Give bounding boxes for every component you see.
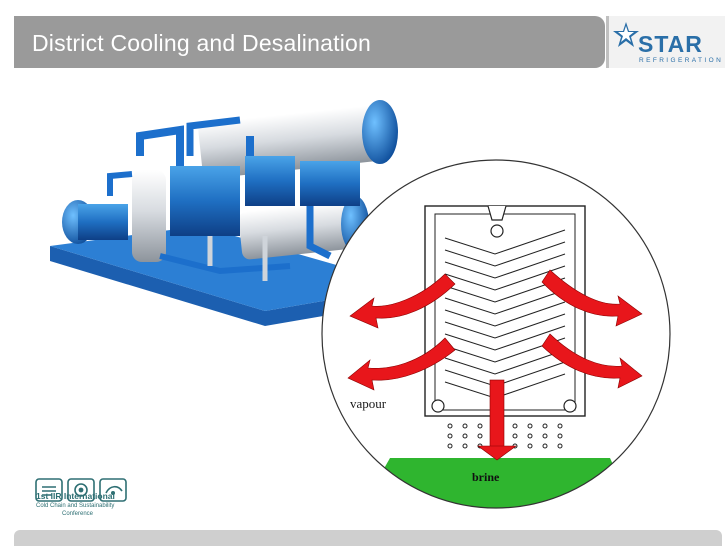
logo-subtitle: REFRIGERATION (639, 57, 724, 64)
conference-subtitle-2: Conference (62, 511, 94, 517)
conference-logo-icon (35, 478, 127, 502)
conference-title: 1st IIR International (36, 491, 115, 501)
droplets (447, 423, 563, 449)
title-bar (14, 16, 605, 68)
brine-arrow (477, 379, 517, 461)
star-logo-icon (613, 22, 639, 47)
company-logo: STAR REFRIGERATION (606, 16, 725, 68)
slide-header: District Cooling and Desalination STAR R… (0, 0, 728, 78)
conference-subtitle: Cold Chain and Sustainability (36, 503, 115, 509)
vapour-label: vapour (350, 396, 387, 411)
footer-bar (14, 530, 722, 546)
vapour-arrows (347, 269, 643, 391)
brine-label: brine (472, 470, 500, 484)
refrigeration-plant-illustration (50, 100, 410, 326)
page-title: District Cooling and Desalination (32, 30, 371, 56)
evaporator-diagram (321, 159, 671, 509)
brine-pool (340, 458, 650, 508)
logo-wordmark: STAR (638, 31, 703, 57)
